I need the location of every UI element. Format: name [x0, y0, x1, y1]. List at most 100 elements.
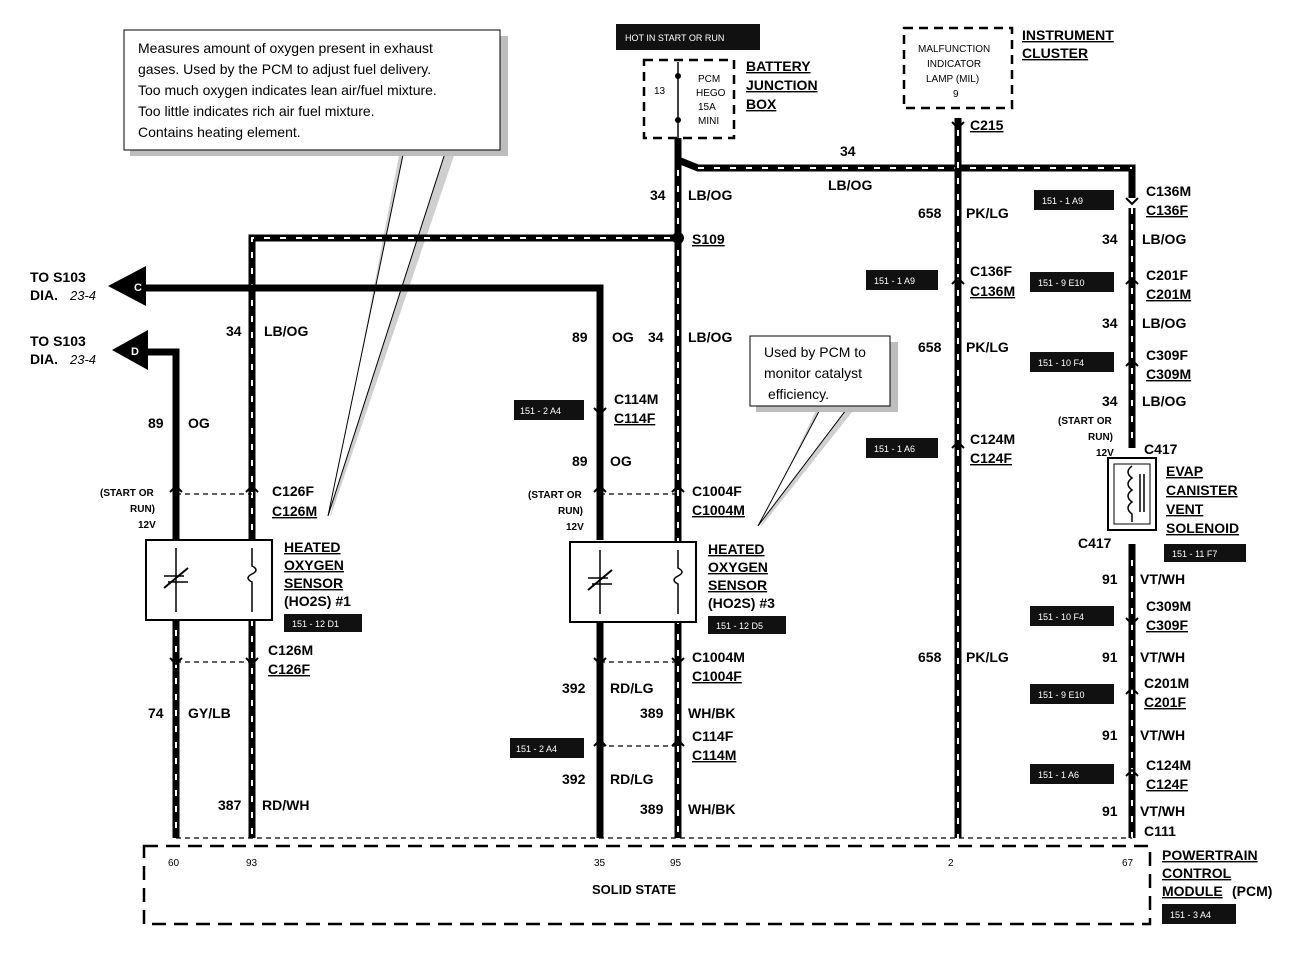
svg-text:658: 658 — [918, 205, 942, 221]
connector-dashes — [176, 493, 1132, 839]
wire-network — [120, 118, 1136, 838]
svg-text:LB/OG: LB/OG — [1142, 315, 1186, 331]
svg-text:C309M: C309M — [1146, 366, 1191, 382]
svg-text:34: 34 — [1102, 231, 1118, 247]
svg-text:151 - 9 E10: 151 - 9 E10 — [1038, 278, 1085, 288]
svg-text:151 - 1 A6: 151 - 1 A6 — [1038, 770, 1079, 780]
svg-text:C417: C417 — [1144, 441, 1178, 457]
svg-text:RUN): RUN) — [1088, 432, 1113, 443]
svg-text:C: C — [134, 282, 142, 294]
ho2s1-title-4: (HO2S) #1 — [284, 593, 351, 609]
svg-text:151 - 1 A6: 151 - 1 A6 — [874, 444, 915, 454]
pcm-title-1: POWERTRAIN — [1162, 847, 1258, 863]
svg-text:C114M: C114M — [614, 391, 658, 407]
svg-text:C114F: C114F — [692, 728, 734, 744]
svg-text:C201M: C201M — [1144, 675, 1189, 691]
bjb-title-2: JUNCTION — [746, 77, 818, 93]
svg-text:OG: OG — [612, 329, 634, 345]
svg-text:C1004F: C1004F — [692, 668, 742, 684]
evap-title-2: CANISTER — [1166, 482, 1238, 498]
svg-text:C136M: C136M — [970, 283, 1015, 299]
svg-text:658: 658 — [918, 339, 942, 355]
svg-text:392: 392 — [562, 771, 586, 787]
svg-text:GY/LB: GY/LB — [188, 705, 231, 721]
catalyst-callout-line-2: monitor catalyst — [764, 365, 862, 381]
cluster-title-2: CLUSTER — [1022, 45, 1088, 61]
svg-text:91: 91 — [1102, 803, 1118, 819]
svg-text:(START OR: (START OR — [1058, 416, 1112, 427]
pin-67: 67 — [1122, 858, 1134, 869]
instrument-cluster: MALFUNCTION INDICATOR LAMP (MIL) 9 INSTR… — [902, 26, 1114, 110]
svg-text:658: 658 — [918, 649, 942, 665]
svg-text:RD/LG: RD/LG — [610, 771, 654, 787]
hot-in-start-run-tag: HOT IN START OR RUN — [616, 24, 760, 50]
fuse-label-1: PCM — [698, 74, 720, 85]
to-s103-c-1: TO S103 — [30, 269, 86, 285]
pcm-title-4: (PCM) — [1232, 883, 1272, 899]
catalyst-callout-line-1: Used by PCM to — [764, 344, 866, 360]
pcm-module: SOLID STATE POWERTRAIN CONTROL MODULE (P… — [142, 844, 1272, 926]
svg-text:91: 91 — [1102, 727, 1118, 743]
cluster-title-1: INSTRUMENT — [1022, 27, 1114, 43]
svg-text:(START OR: (START OR — [100, 488, 154, 499]
svg-text:RUN): RUN) — [130, 504, 155, 515]
svg-text:RD/LG: RD/LG — [610, 680, 654, 696]
wire-labels: 34 LB/OG 34 LB/OG S109 34 LB/OG 89 OG 34… — [148, 143, 1186, 819]
svg-text:12V: 12V — [1096, 448, 1114, 459]
evap-title-4: SOLENOID — [1166, 520, 1239, 536]
svg-text:34: 34 — [226, 323, 242, 339]
to-s103-c-3: 23-4 — [69, 288, 96, 303]
svg-text:C136F: C136F — [970, 263, 1012, 279]
svg-text:34: 34 — [650, 187, 666, 203]
fuse-label-2: HEGO — [696, 88, 726, 99]
svg-text:C124F: C124F — [970, 450, 1012, 466]
svg-text:C124M: C124M — [1146, 757, 1191, 773]
ho2s3-title-2: OXYGEN — [708, 559, 768, 575]
pcm-title-2: CONTROL — [1162, 865, 1232, 881]
svg-text:151 - 10 F4: 151 - 10 F4 — [1038, 612, 1084, 622]
svg-text:91: 91 — [1102, 571, 1118, 587]
svg-text:PK/LG: PK/LG — [966, 205, 1009, 221]
battery-junction-box: 13 PCM HEGO 15A MINI BATTERY JUNCTION BO… — [642, 58, 818, 140]
svg-text:89: 89 — [148, 415, 164, 431]
svg-text:HOT IN START OR RUN: HOT IN START OR RUN — [625, 33, 724, 43]
svg-text:C126F: C126F — [272, 483, 314, 499]
svg-text:D: D — [131, 346, 139, 358]
svg-text:VT/WH: VT/WH — [1140, 803, 1185, 819]
pin-93: 93 — [246, 858, 258, 869]
svg-text:C136M: C136M — [1146, 183, 1191, 199]
svg-text:C215: C215 — [970, 117, 1004, 133]
ho2s-callout-line-2: gases. Used by the PCM to adjust fuel de… — [138, 61, 431, 77]
svg-text:C126M: C126M — [272, 503, 317, 519]
ho2s-callout-line-4: Too little indicates rich air fuel mixtu… — [138, 103, 375, 119]
ho2s3-title-1: HEATED — [708, 541, 765, 557]
svg-text:PK/LG: PK/LG — [966, 649, 1009, 665]
to-s103-c-2: DIA. — [30, 287, 58, 303]
svg-text:34: 34 — [648, 329, 664, 345]
evap-title-3: VENT — [1166, 501, 1204, 517]
svg-text:151 - 10 F4: 151 - 10 F4 — [1038, 358, 1084, 368]
svg-text:S109: S109 — [692, 231, 725, 247]
ho2s1-title-2: OXYGEN — [284, 557, 344, 573]
svg-text:OG: OG — [610, 453, 632, 469]
ho2s1-title-3: SENSOR — [284, 575, 343, 591]
mil-label-4: 9 — [953, 89, 959, 100]
svg-text:C201F: C201F — [1146, 267, 1188, 283]
fuse-label-4: MINI — [698, 116, 719, 127]
svg-text:C111: C111 — [1144, 823, 1176, 839]
svg-text:89: 89 — [572, 453, 588, 469]
ho2s-callout-line-1: Measures amount of oxygen present in exh… — [138, 40, 433, 56]
svg-text:C136F: C136F — [1146, 202, 1188, 218]
svg-text:151 - 1 A9: 151 - 1 A9 — [874, 276, 915, 286]
svg-text:C417: C417 — [1078, 535, 1112, 551]
svg-text:OG: OG — [188, 415, 210, 431]
svg-text:C1004M: C1004M — [692, 502, 745, 518]
svg-text:C126M: C126M — [268, 642, 313, 658]
s109-splice — [672, 232, 684, 244]
start-run-notes: (START OR RUN) 12V (START OR RUN) 12V (S… — [100, 416, 1114, 533]
svg-text:LB/OG: LB/OG — [264, 323, 308, 339]
svg-text:387: 387 — [218, 797, 242, 813]
svg-text:151 - 2 A4: 151 - 2 A4 — [520, 406, 561, 416]
svg-text:VT/WH: VT/WH — [1140, 727, 1185, 743]
svg-text:C124M: C124M — [970, 431, 1015, 447]
